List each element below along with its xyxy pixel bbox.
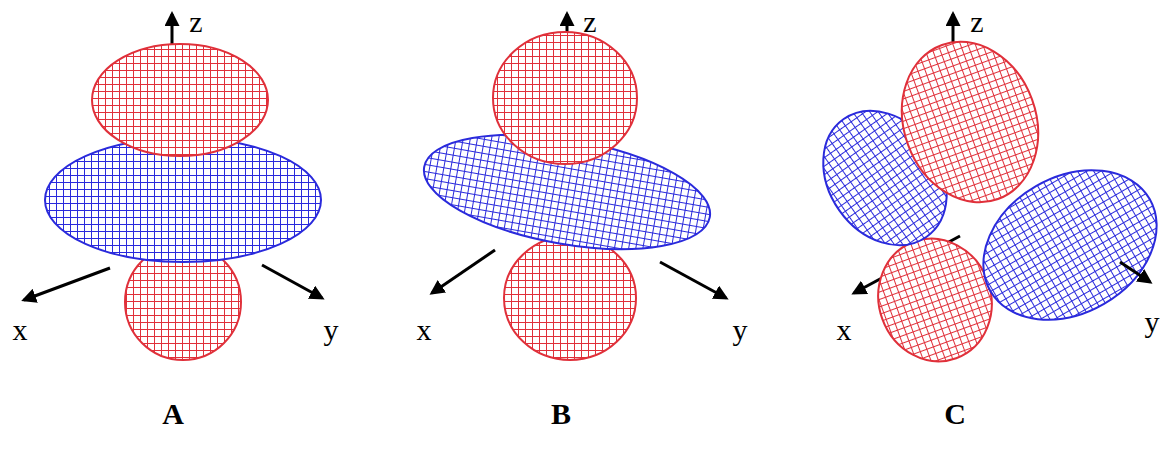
axis-label: z — [970, 7, 983, 37]
orbital-b — [415, 14, 726, 360]
axis-label: x — [13, 315, 28, 345]
axis-label: z — [583, 7, 596, 37]
axis-label: y — [324, 315, 339, 345]
panel-label: B — [551, 399, 571, 429]
panel-label: C — [944, 399, 966, 429]
panel-label: A — [162, 399, 184, 429]
axis-label: y — [1145, 307, 1160, 337]
axis-label: x — [417, 315, 432, 345]
axis-label: x — [837, 315, 852, 345]
axis-label: z — [189, 7, 202, 37]
orbital-a — [24, 14, 322, 360]
orbital-c — [798, 14, 1170, 377]
axis-label: y — [733, 315, 748, 345]
